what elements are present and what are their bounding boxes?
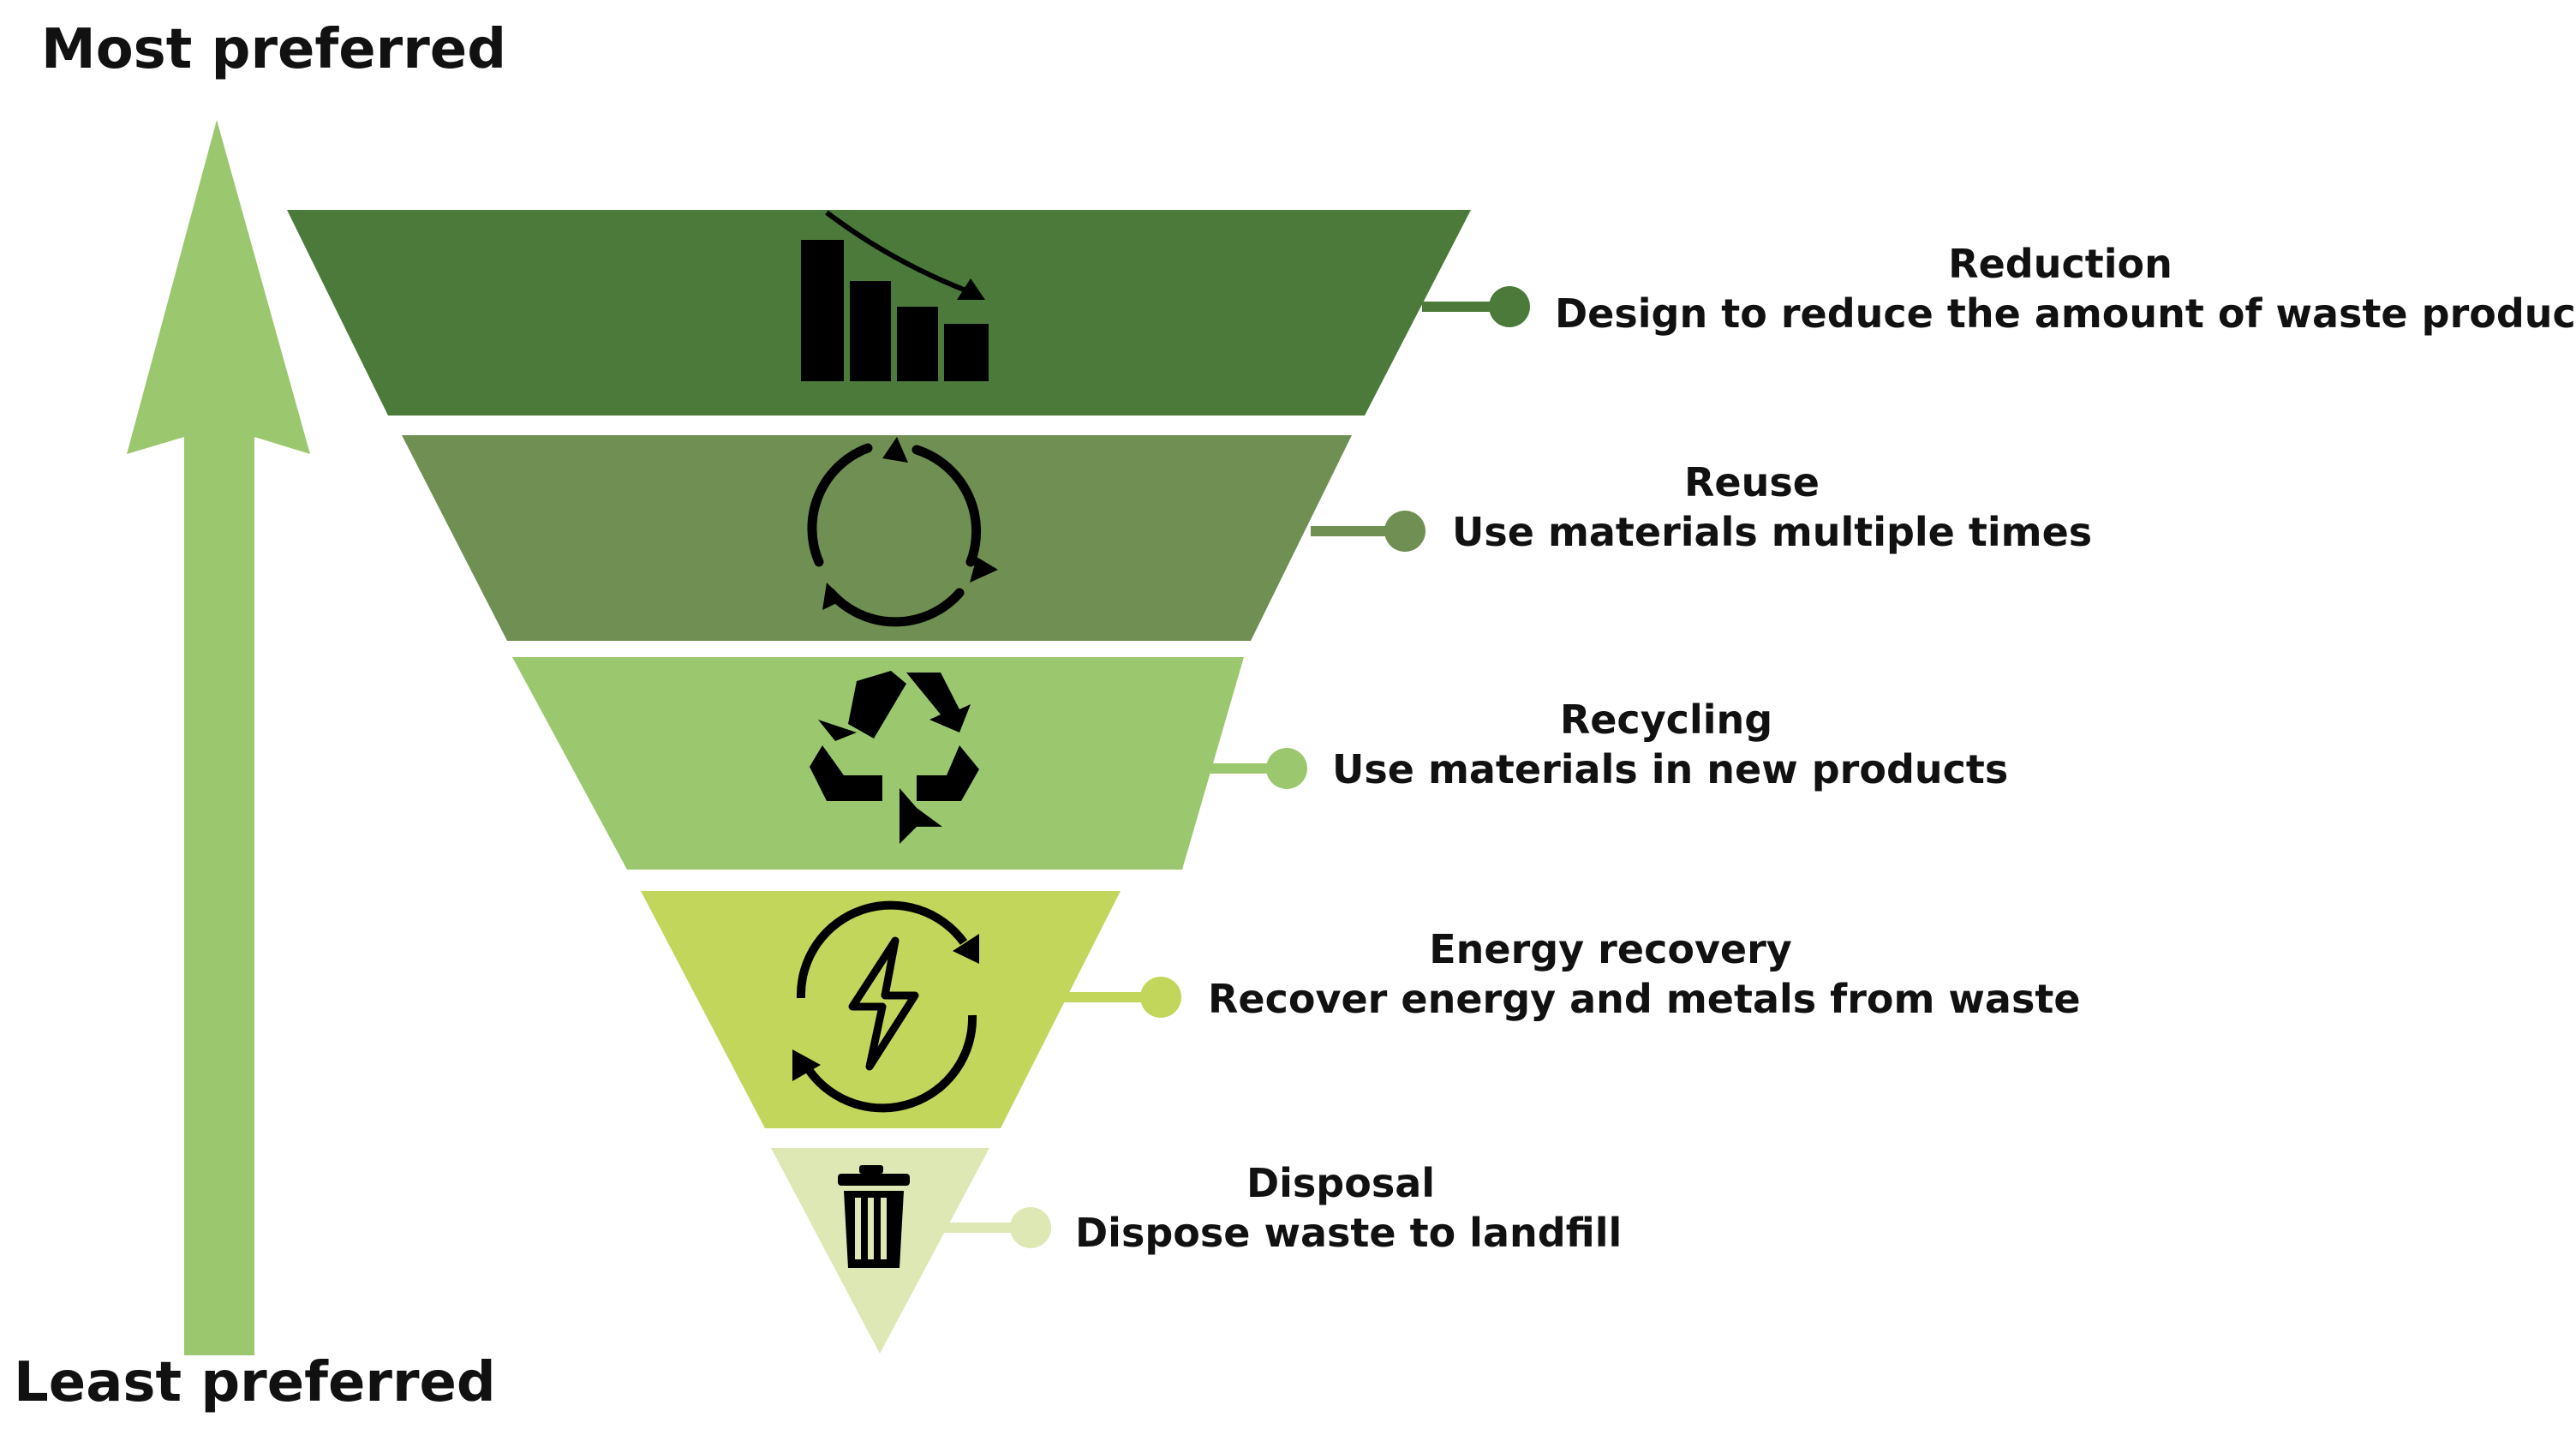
level-description: Recover energy and metals from waste	[1208, 975, 2081, 1022]
recycling-connector	[1186, 748, 1307, 789]
energy-lightning-cycle-icon	[792, 900, 979, 1113]
level-description: Dispose waste to landfill	[1075, 1209, 1623, 1256]
level-title: Reduction	[1948, 241, 2173, 287]
recycling-band	[512, 657, 1244, 870]
energy-recovery-connector	[1058, 977, 1181, 1018]
level-energy-recovery-text: Energy recovery Recover energy and metal…	[1208, 925, 2081, 1024]
level-description: Use materials in new products	[1332, 745, 2009, 792]
preference-arrow	[127, 120, 310, 1355]
level-description: Use materials multiple times	[1452, 508, 2093, 555]
least-preferred-label: Least preferred	[14, 1351, 496, 1414]
circular-arrows-icon	[807, 437, 998, 627]
trash-bin-icon	[838, 1165, 910, 1268]
declining-bar-chart-icon	[801, 210, 989, 381]
reuse-band	[402, 435, 1352, 641]
recycle-icon	[810, 671, 979, 844]
level-title: Reuse	[1684, 459, 1820, 505]
level-description: Design to reduce the amount of waste pro…	[1555, 290, 2576, 337]
level-reduction-text: Reduction Design to reduce the amount of…	[1555, 240, 2576, 338]
reuse-connector	[1311, 511, 1425, 552]
level-title: Energy recovery	[1429, 926, 1792, 972]
disposal-connector	[938, 1207, 1051, 1248]
reduction-connector	[1422, 286, 1530, 327]
level-title: Disposal	[1246, 1160, 1436, 1206]
level-title: Recycling	[1559, 697, 1773, 743]
most-preferred-label: Most preferred	[41, 18, 506, 81]
level-disposal-text: Disposal Dispose waste to landfill	[1075, 1159, 1623, 1258]
level-reuse-text: Reuse Use materials multiple times	[1452, 458, 2093, 557]
level-recycling-text: Recycling Use materials in new products	[1332, 696, 2009, 794]
